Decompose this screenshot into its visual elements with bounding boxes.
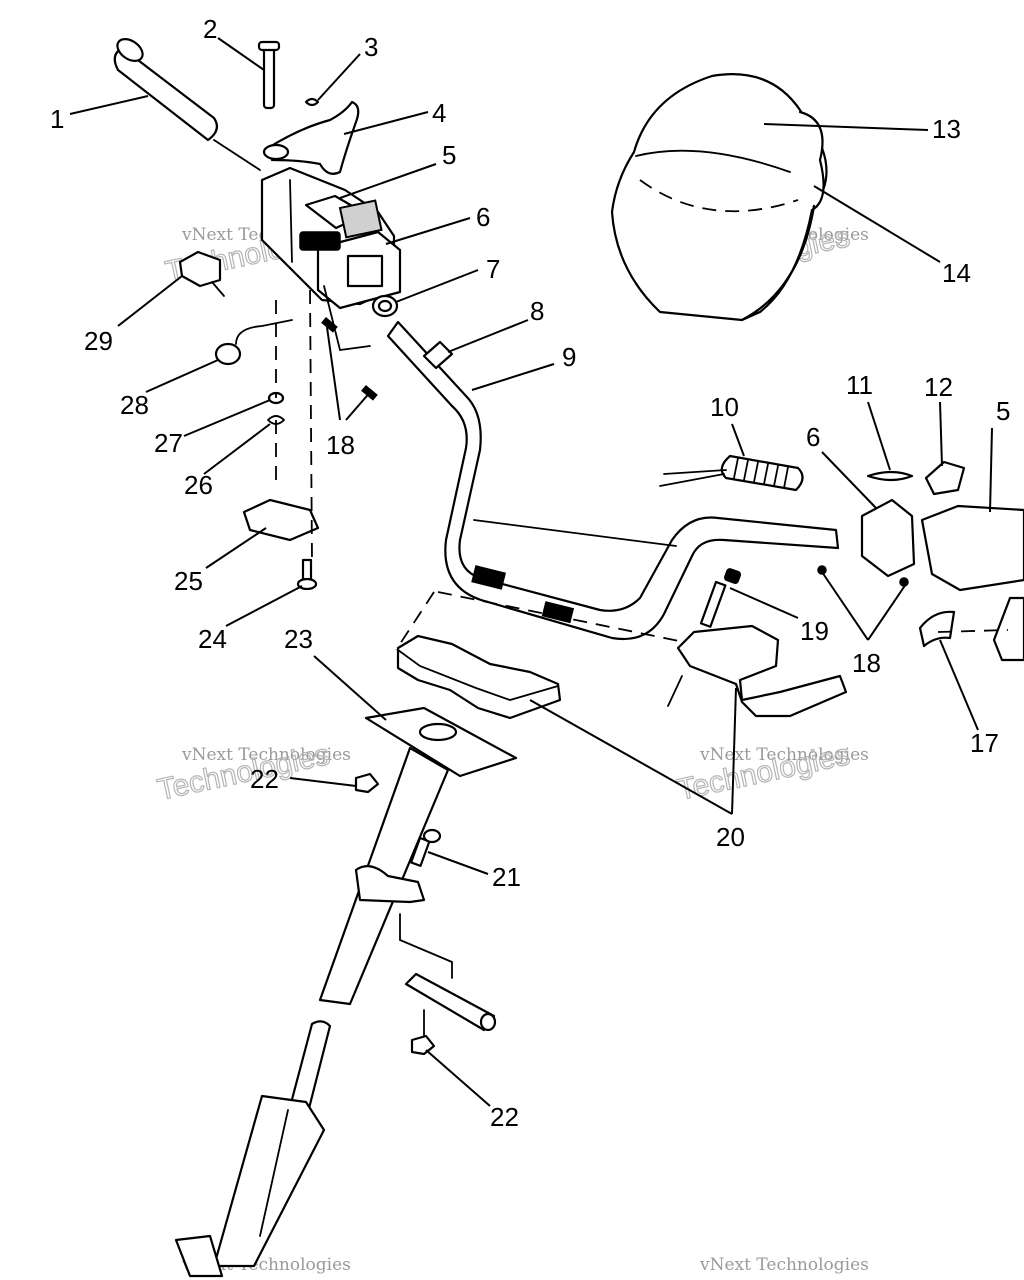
callout-29: 29 bbox=[84, 326, 113, 356]
callout-17: 17 bbox=[970, 728, 999, 758]
assembly-lines bbox=[275, 285, 1009, 1037]
part-ferrule bbox=[371, 294, 399, 318]
part-clamp-bolt bbox=[699, 568, 742, 628]
callout-27: 27 bbox=[154, 428, 183, 458]
part-bracket-left bbox=[299, 230, 402, 310]
part-clip bbox=[304, 97, 320, 107]
part-handlebar-pad bbox=[610, 73, 828, 322]
callout-19: 19 bbox=[800, 616, 829, 646]
callout-5-right: 5 bbox=[996, 396, 1010, 426]
part-clamp-cap-right bbox=[676, 624, 848, 718]
part-clamp-right bbox=[918, 610, 956, 648]
callout-10: 10 bbox=[710, 392, 739, 422]
callout-8: 8 bbox=[530, 296, 544, 326]
callout-23: 23 bbox=[284, 624, 313, 654]
part-clamp-cap-left bbox=[396, 634, 562, 720]
callout-6: 6 bbox=[476, 202, 490, 232]
part-switch-button bbox=[924, 460, 966, 496]
leader-lines bbox=[69, 37, 993, 1107]
part-axle-pin bbox=[404, 972, 497, 1032]
part-lower-housing-right bbox=[992, 596, 1024, 662]
callout-labels: 1 2 3 4 5 6 7 8 9 10 11 12 5 13 14 29 28… bbox=[50, 14, 1010, 1132]
callout-11: 11 bbox=[846, 370, 873, 400]
callout-13: 13 bbox=[932, 114, 961, 144]
watermark-text: vNext Technologies bbox=[699, 1255, 869, 1275]
part-grommet bbox=[214, 319, 293, 366]
callout-28: 28 bbox=[120, 390, 149, 420]
part-throttle-housing-right bbox=[920, 504, 1024, 592]
part-screw-lower bbox=[296, 558, 318, 591]
callout-7: 7 bbox=[486, 254, 500, 284]
callout-18-right: 18 bbox=[852, 648, 881, 678]
handlebar-knurl bbox=[471, 565, 575, 624]
callout-22-upper: 22 bbox=[250, 764, 279, 794]
callout-4: 4 bbox=[432, 98, 446, 128]
part-switch-left bbox=[178, 250, 225, 297]
callout-14: 14 bbox=[942, 258, 971, 288]
watermark-middle-right: vNext Technologies Technologies bbox=[674, 738, 869, 808]
part-handlebar bbox=[386, 320, 840, 640]
callout-20: 20 bbox=[716, 822, 745, 852]
part-steering-plate bbox=[364, 706, 518, 778]
watermark-text: vNext Technologies bbox=[181, 745, 351, 765]
part-bracket-right bbox=[860, 498, 916, 578]
callout-26: 26 bbox=[184, 470, 213, 500]
watermark-text: vNext Technologies bbox=[699, 745, 869, 765]
part-nut-lower bbox=[410, 1034, 436, 1056]
callout-3: 3 bbox=[364, 32, 378, 62]
callout-9: 9 bbox=[562, 342, 576, 372]
callout-24: 24 bbox=[198, 624, 227, 654]
part-switch-spring bbox=[866, 470, 914, 482]
callout-5: 5 bbox=[442, 140, 456, 170]
watermark-bottom-right: vNext Technologies bbox=[699, 1255, 869, 1275]
part-screws-18-left bbox=[321, 316, 378, 401]
part-lock-washer bbox=[267, 415, 286, 425]
part-pin bbox=[257, 40, 281, 110]
callout-22-lower: 22 bbox=[490, 1102, 519, 1132]
callout-1: 1 bbox=[50, 104, 64, 134]
callout-18-left: 18 bbox=[326, 430, 355, 460]
part-bar-clamp bbox=[422, 340, 454, 370]
callout-6-right: 6 bbox=[806, 422, 820, 452]
callout-2: 2 bbox=[203, 14, 217, 44]
part-nut-upper bbox=[354, 772, 380, 794]
part-throttle-lever bbox=[262, 100, 360, 175]
part-hand-grip bbox=[113, 37, 261, 171]
callout-12: 12 bbox=[924, 372, 953, 402]
callout-21: 21 bbox=[492, 862, 521, 892]
callout-25: 25 bbox=[174, 566, 203, 596]
part-steering-post bbox=[174, 746, 450, 1278]
part-grip-right bbox=[659, 454, 804, 492]
part-cover-plate bbox=[242, 498, 320, 542]
part-post-bolt bbox=[410, 828, 442, 867]
